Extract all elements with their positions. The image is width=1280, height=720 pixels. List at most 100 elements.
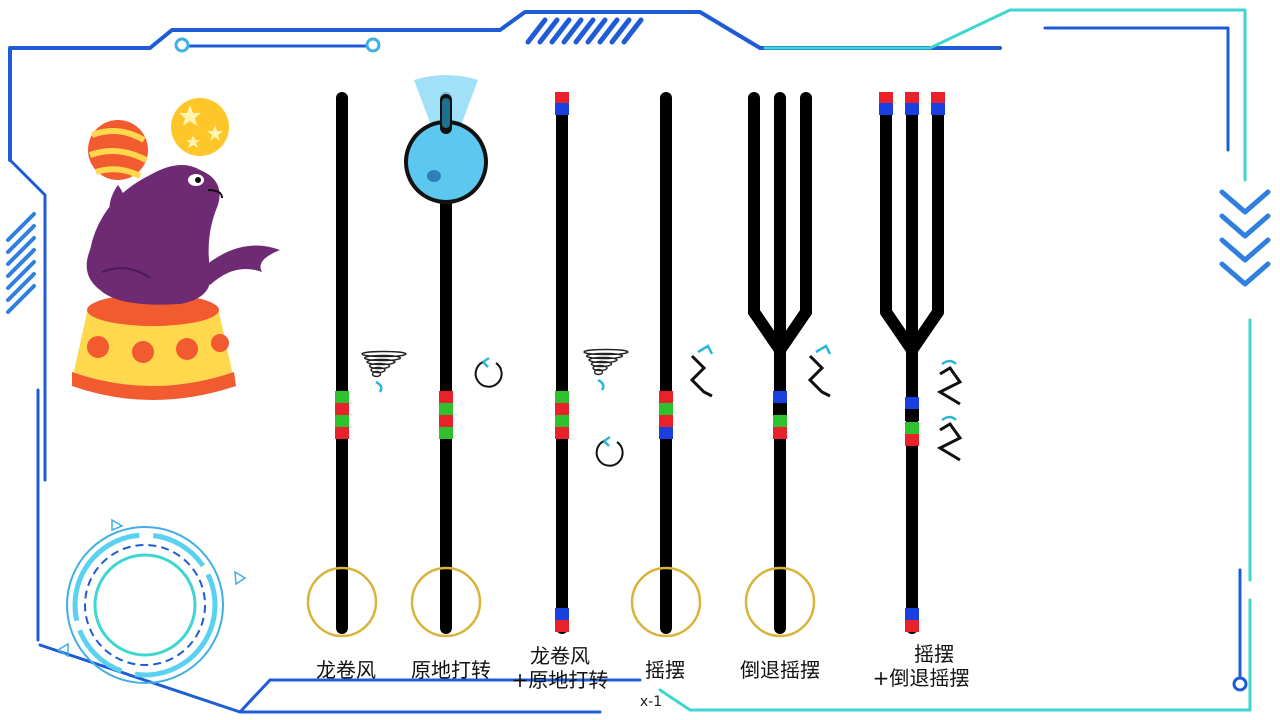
marker-red [439,391,453,403]
marker-green [439,403,453,415]
tornado-swirl [361,350,407,358]
rotate-icon [595,435,624,467]
zigzag-arrow [697,344,714,355]
rotate-icon [474,356,503,388]
tornado-swirl [593,368,604,376]
marker-green [555,391,569,403]
marker-red [879,92,893,104]
tornado-swirl [588,356,618,364]
marker-blue [773,391,787,403]
tornado-swirl [592,364,608,372]
label-line: 摇摆 [914,642,954,666]
zigzag-line [936,366,963,406]
rotate-arc [474,361,503,388]
label-line: 龙卷风 [316,658,376,682]
frame-top-right [763,8,1247,182]
label-line: 摇摆 [645,658,685,682]
zigzag-icon [807,344,832,398]
tornado-swirl [585,352,624,360]
frame-node-bottom-right [1232,676,1248,692]
frame-right-chevrons [1219,189,1271,287]
marker-red [555,403,569,415]
label-line: +倒退摇摆 [872,666,970,690]
marker-blue [905,397,919,409]
frame-top-left [8,10,1002,162]
label-line: 倒退摇摆 [740,658,820,682]
frame-top-right-inner [1043,26,1230,152]
frame-node-right [365,37,381,53]
marker-red [555,427,569,439]
robot-mast-inner [442,98,450,128]
track-label-tornado: 龙卷风 [296,658,396,682]
zigzag-line [689,354,713,398]
tornado-icon [361,350,407,393]
zigzag-arrow [941,359,957,366]
tornado-tail [597,378,605,391]
marker-green [659,403,673,415]
seal-juggling-icon [72,98,280,400]
frame-node-left [174,37,190,53]
marker-blue [555,608,569,620]
rotate-arc [595,440,624,467]
zigzag-icon [936,359,963,406]
marker-blue [879,103,893,115]
frame-left-stripes [6,212,36,314]
marker-green [773,415,787,427]
zigzag-icon [689,344,714,398]
tornado-swirl [583,348,629,356]
rotate-arrow [482,356,490,368]
marker-green [439,427,453,439]
tornado-swirl [371,370,382,378]
marker-red [905,620,919,632]
track-fork-join-left [880,306,918,356]
marker-black [773,403,787,415]
rotate-arrow [603,435,611,447]
robot-icon [404,75,488,204]
hud-ring-icon [56,518,247,684]
start-ring [744,566,816,638]
page-number: x-1 [639,694,663,710]
marker-red [905,92,919,104]
track-label-swing: 摇摆 [620,658,710,682]
marker-blue [905,103,919,115]
frame-bottom-right [658,598,1252,712]
marker-red [659,415,673,427]
marker-red [905,434,919,446]
robot-body [408,124,484,200]
marker-blue [931,103,945,115]
marker-red [335,427,349,439]
tornado-swirl [366,358,396,366]
track-fork-join-left [748,306,786,356]
track-label-reverse-swing: 倒退摇摆 [720,658,840,682]
label-line: +原地打转 [511,668,609,692]
marker-blue [659,427,673,439]
tornado-tail [375,380,383,393]
zigzag-icon [936,415,963,462]
robot-sensor [427,170,441,182]
track-label-swing-reverse-swing: 摇摆 +倒退摇摆 [856,642,986,690]
marker-blue [555,103,569,115]
zigzag-line [936,422,963,462]
tornado-swirl [590,360,613,368]
frame-top-stripes [525,17,644,45]
marker-blue [905,608,919,620]
frame-left-upper [8,158,47,482]
zigzag-arrow [941,415,957,422]
marker-green [905,422,919,434]
start-ring [306,566,378,638]
zigzag-line [807,354,831,398]
label-line: 原地打转 [411,658,491,682]
track-fork-join-right [906,306,944,356]
tornado-swirl [368,362,391,370]
marker-red [439,415,453,427]
marker-red [659,391,673,403]
track-label-tornado-spin: 龙卷风 +原地打转 [500,644,620,692]
hud-frame [6,8,1271,714]
frame-bottom-mid [238,678,642,714]
marker-red [773,427,787,439]
tracks-layer [306,75,963,638]
marker-green [555,415,569,427]
start-ring [410,566,482,638]
marker-red [931,92,945,104]
